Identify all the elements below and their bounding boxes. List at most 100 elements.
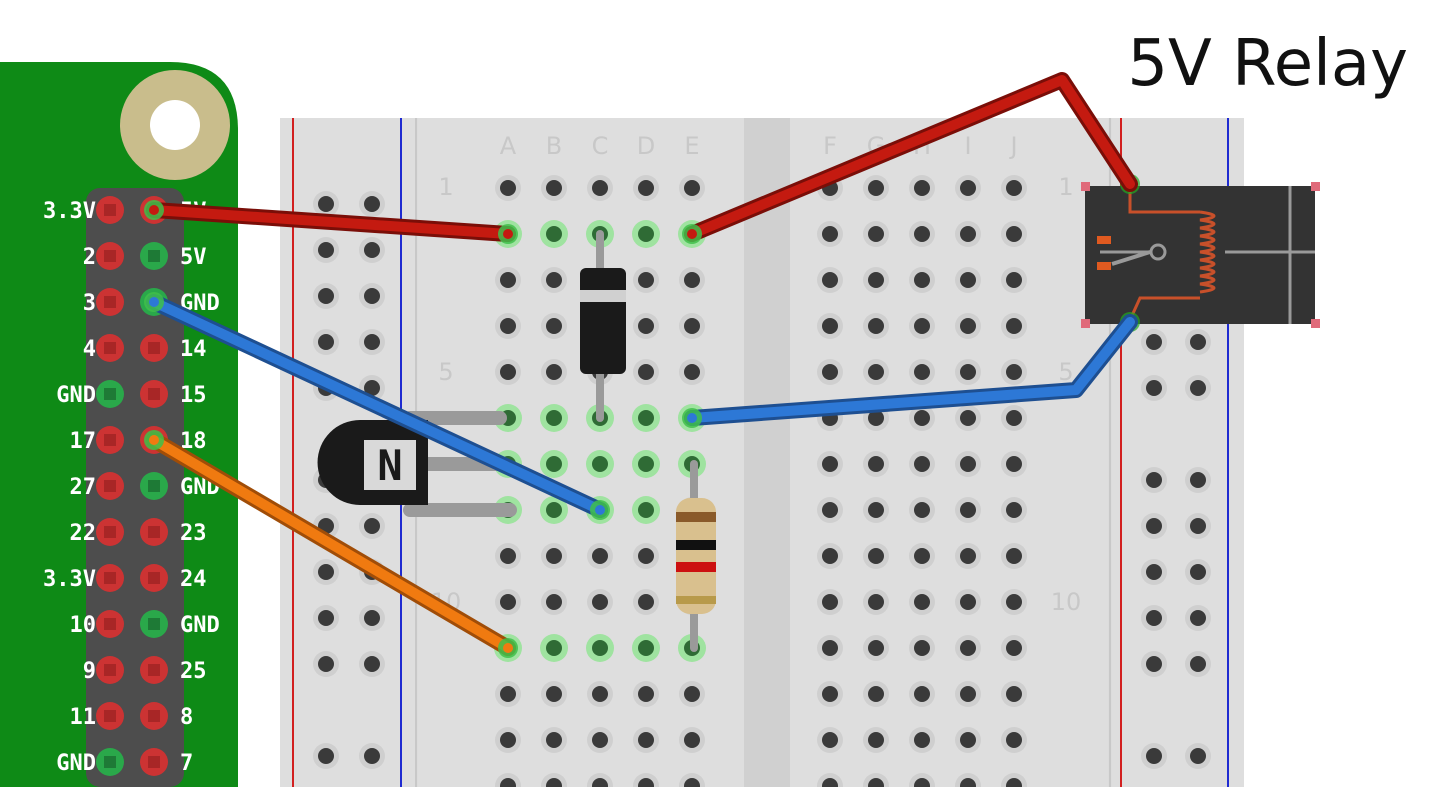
hole	[868, 640, 884, 656]
connected-hole	[638, 640, 654, 656]
hole	[960, 686, 976, 702]
hole	[1006, 180, 1022, 196]
wire-red-breadboard-to-relay	[684, 72, 1138, 242]
relay	[1081, 174, 1320, 332]
hole	[960, 640, 976, 656]
gpio-label-left: 11	[70, 705, 97, 730]
column-label: J	[1008, 132, 1017, 160]
hole	[638, 318, 654, 334]
hole	[684, 686, 700, 702]
gpio-label-right: 25	[180, 659, 207, 684]
hole	[914, 272, 930, 288]
hole	[638, 686, 654, 702]
hole	[638, 732, 654, 748]
gpio-pin-core	[148, 526, 160, 538]
hole	[1006, 548, 1022, 564]
connected-hole	[592, 456, 608, 472]
gpio-label-left: 27	[70, 475, 97, 500]
hole	[500, 364, 516, 380]
gpio-pin-core	[104, 388, 116, 400]
connected-hole	[546, 410, 562, 426]
gpio-label-right: GND	[180, 613, 220, 638]
hole	[318, 196, 334, 212]
hole	[1006, 410, 1022, 426]
hole	[1190, 472, 1206, 488]
hole	[592, 778, 608, 787]
gpio-label-right: 24	[180, 567, 207, 592]
hole	[960, 180, 976, 196]
wire-blue-breadboard-to-relay	[684, 314, 1138, 426]
hole	[638, 364, 654, 380]
gpio-label-left: 3.3V	[43, 567, 96, 592]
hole	[868, 410, 884, 426]
hole	[822, 226, 838, 242]
hole	[960, 410, 976, 426]
hole	[592, 180, 608, 196]
hole	[914, 686, 930, 702]
hole	[592, 732, 608, 748]
hole	[914, 364, 930, 380]
center-channel	[744, 118, 790, 787]
hole	[592, 594, 608, 610]
hole	[822, 640, 838, 656]
hole	[592, 548, 608, 564]
diode	[580, 230, 626, 422]
hole	[960, 226, 976, 242]
hole	[822, 548, 838, 564]
hole	[546, 778, 562, 787]
wire-end-core	[149, 435, 159, 445]
hole	[318, 242, 334, 258]
hole	[822, 594, 838, 610]
gpio-pin-core	[104, 342, 116, 354]
hole	[1190, 564, 1206, 580]
connected-hole	[638, 456, 654, 472]
gpio-pin-core	[148, 480, 160, 492]
hole	[822, 318, 838, 334]
hole	[868, 732, 884, 748]
gpio-label-left: 2	[83, 245, 96, 270]
gpio-label-left: 22	[70, 521, 97, 546]
hole	[364, 656, 380, 672]
wire-end-core	[503, 643, 513, 653]
gpio-label-left: 10	[70, 613, 97, 638]
gpio-label-left: 4	[83, 337, 96, 362]
wire-end-core	[687, 413, 697, 423]
gpio-pin-core	[104, 480, 116, 492]
gpio-label-left: GND	[56, 751, 96, 776]
hole	[1190, 334, 1206, 350]
hole	[868, 594, 884, 610]
gpio-pin-core	[148, 618, 160, 630]
hole	[500, 778, 516, 787]
hole	[868, 180, 884, 196]
hole	[364, 196, 380, 212]
connected-hole	[546, 226, 562, 242]
hole	[960, 548, 976, 564]
wires	[146, 72, 1138, 656]
hole	[822, 778, 838, 787]
hole	[684, 272, 700, 288]
hole	[914, 732, 930, 748]
wire-red-5v-to-breadboard	[146, 202, 516, 242]
hole	[546, 594, 562, 610]
wire-end-core	[149, 205, 159, 215]
hole	[1146, 472, 1162, 488]
hole	[1190, 518, 1206, 534]
hole	[546, 318, 562, 334]
hole	[1006, 502, 1022, 518]
gpio-pin-core	[148, 572, 160, 584]
wire-end-core	[687, 229, 697, 239]
hole	[364, 518, 380, 534]
gpio-pin-core	[148, 388, 160, 400]
hole	[500, 318, 516, 334]
gpio-label-right: 8	[180, 705, 193, 730]
hole	[914, 548, 930, 564]
hole	[684, 778, 700, 787]
hole	[500, 594, 516, 610]
gpio-pin-core	[104, 572, 116, 584]
relay-title: 5V Relay	[1127, 27, 1408, 101]
hole	[1006, 686, 1022, 702]
hole	[500, 180, 516, 196]
gpio-pin-core	[104, 296, 116, 308]
connected-hole	[546, 502, 562, 518]
